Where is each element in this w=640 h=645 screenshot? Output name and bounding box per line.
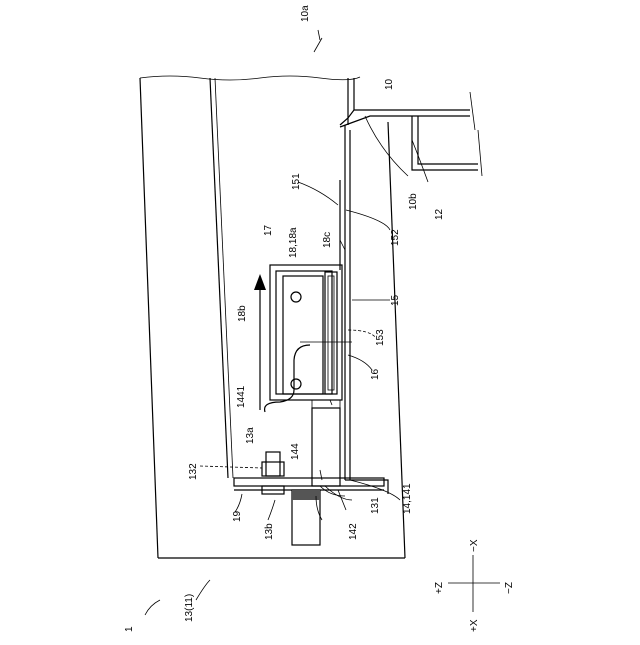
label-152: 152 — [390, 229, 401, 246]
axis-neg-x: −X — [469, 539, 480, 552]
label-17: 17 — [263, 224, 274, 236]
label-1: 1 — [124, 626, 135, 632]
label-18: 18,18a — [288, 227, 299, 258]
axis-labels: −X +X +Z −Z — [434, 539, 515, 632]
label-16: 16 — [370, 368, 381, 380]
label-14-141: 14,141 — [402, 483, 413, 514]
label-13-11: 13(11) — [184, 594, 195, 622]
axis-pos-x: +X — [469, 619, 480, 632]
label-13a: 13a — [245, 427, 256, 444]
label-10a: 10a — [300, 5, 311, 22]
reference-labels: 10a 10 10b 12 151 152 17 18,18a 18c 15 1… — [124, 5, 445, 632]
label-142: 142 — [348, 523, 359, 540]
label-18c: 18c — [322, 232, 333, 248]
label-132: 132 — [188, 463, 199, 480]
label-12: 12 — [434, 208, 445, 220]
part-14-assembly — [234, 400, 388, 545]
label-15: 15 — [390, 294, 401, 306]
holder-17-18 — [265, 265, 352, 412]
label-151: 151 — [291, 173, 302, 190]
label-153: 153 — [375, 329, 386, 346]
label-131: 131 — [370, 497, 381, 514]
label-1441: 1441 — [236, 385, 247, 408]
label-leaders — [145, 38, 322, 615]
label-10: 10 — [384, 78, 395, 90]
label-18b: 18b — [237, 305, 248, 322]
label-144: 144 — [290, 443, 301, 460]
part-10-plate — [340, 78, 482, 176]
arrow-18b — [254, 274, 266, 410]
label-19: 19 — [232, 510, 243, 522]
axis-pos-z: +Z — [434, 582, 445, 594]
axis-neg-z: −Z — [504, 582, 515, 594]
label-10b: 10b — [408, 193, 419, 210]
axes-symbol — [448, 555, 500, 612]
label-13b: 13b — [264, 523, 275, 540]
